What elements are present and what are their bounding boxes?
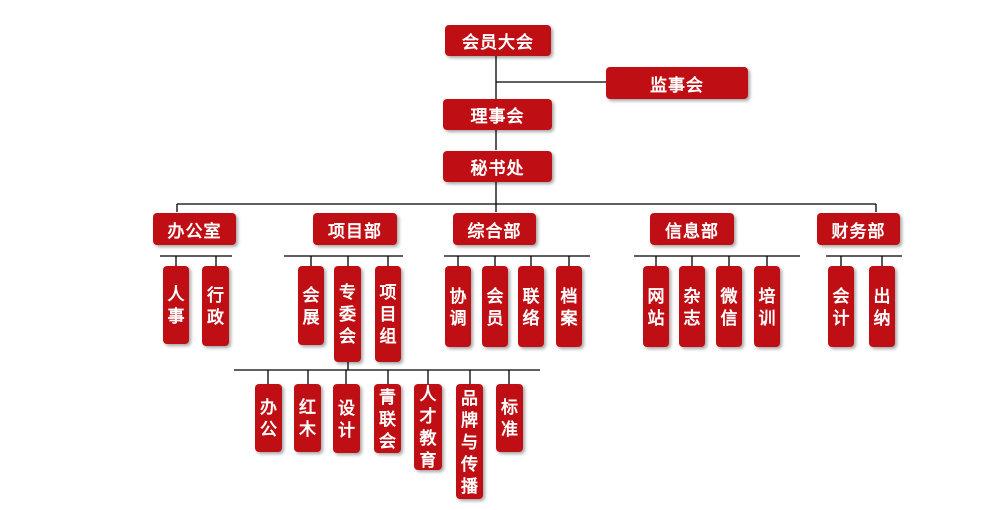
unit-wechat: 微 信 — [716, 266, 742, 347]
unit-accounting: 会 计 — [828, 266, 854, 347]
unit-personnel: 人 事 — [163, 266, 189, 344]
unit-liaison: 联 络 — [518, 266, 544, 347]
unit-exhibition: 会 展 — [298, 266, 324, 345]
department-information: 信息部 — [650, 213, 734, 245]
department-office: 办公室 — [153, 213, 236, 245]
committee-youth-federation: 青 联 会 — [374, 384, 401, 453]
supervisory-board-box: 监事会 — [606, 67, 748, 99]
committee-standards: 标 准 — [496, 384, 523, 452]
unit-archives: 档 案 — [556, 266, 582, 347]
unit-coordination: 协 调 — [445, 266, 471, 347]
unit-magazine: 杂 志 — [679, 266, 705, 347]
department-finance: 财务部 — [817, 213, 900, 245]
department-general: 综合部 — [453, 213, 536, 245]
unit-cashier: 出 纳 — [869, 266, 895, 347]
council-box: 理事会 — [443, 99, 552, 130]
unit-website: 网 站 — [643, 266, 669, 347]
secretariat-box: 秘书处 — [443, 151, 552, 182]
committee-brand-communication: 品 牌 与 传 播 — [456, 384, 483, 499]
committee-design: 设 计 — [333, 384, 360, 453]
unit-training: 培 训 — [754, 266, 780, 347]
committee-talent-education: 人 才 教 育 — [414, 384, 442, 471]
department-projects: 项目部 — [313, 213, 397, 245]
committee-office: 办 公 — [255, 384, 282, 452]
unit-project-team: 项 目 组 — [375, 266, 401, 362]
general-assembly-box: 会员大会 — [445, 25, 551, 56]
unit-special-committee: 专 委 会 — [334, 266, 361, 362]
unit-membership: 会 员 — [482, 266, 508, 347]
unit-administration: 行 政 — [202, 266, 229, 346]
committee-redwood: 红 木 — [294, 384, 321, 452]
